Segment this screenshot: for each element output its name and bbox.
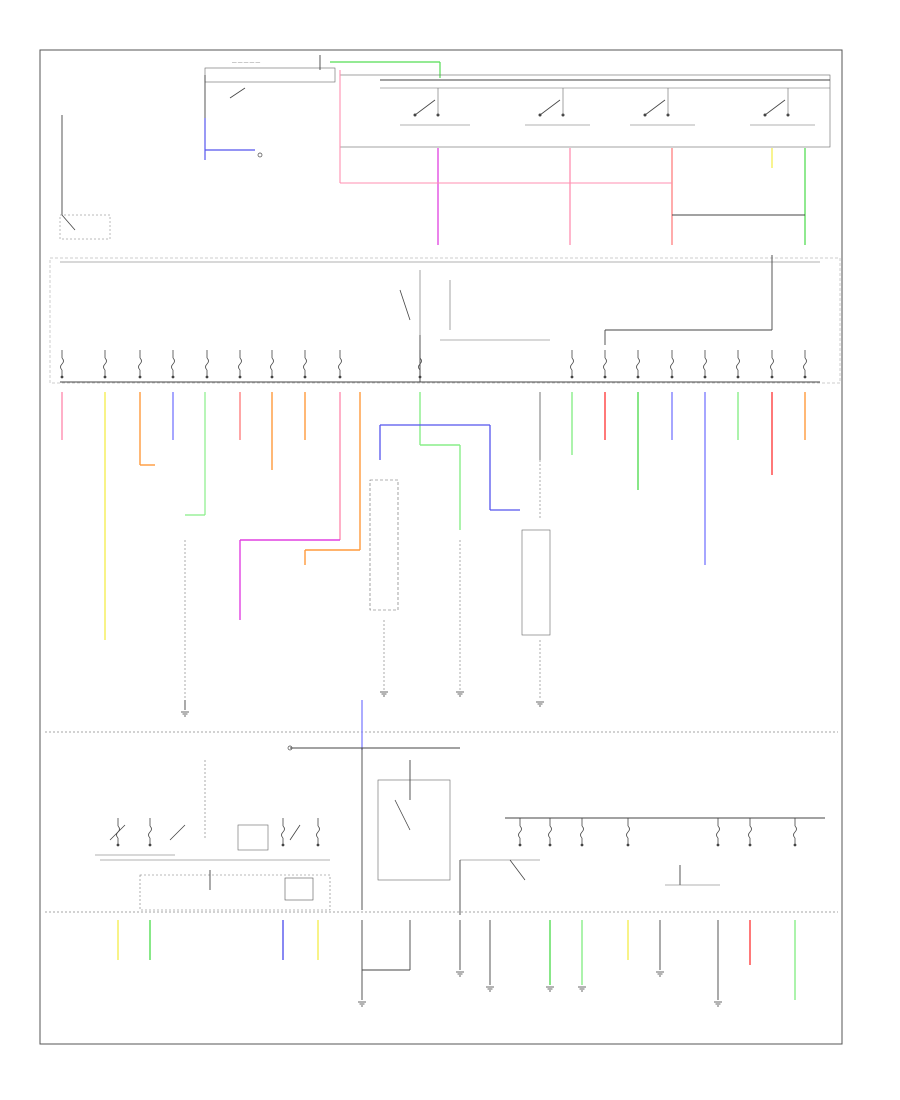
fuse-upper-4 [205,350,209,379]
fuse-upper-17 [803,350,807,379]
ground-1 [380,691,388,697]
svg-text:— — — — —: — — — — — [232,60,260,65]
upper-fuse-block [49,214,841,384]
fuse-upper-3 [171,350,175,379]
fuse-lower-7 [626,818,630,847]
ground-4 [358,1001,366,1007]
mid-components [184,460,551,710]
fuse-lower-3 [316,818,320,847]
fuse-lower-4 [518,818,522,847]
fuse-upper-14 [703,350,707,379]
fuse-upper-2 [138,350,142,379]
fuse-upper-6 [270,350,274,379]
diagram-frame [39,49,843,1045]
ground-5 [456,971,464,977]
fuse-lower-9 [748,818,752,847]
lower-fuse-row [116,818,797,847]
ground-10 [714,1001,722,1007]
fuse-upper-8 [338,350,342,379]
relay-switch-1 [400,88,470,126]
fuse-upper-9 [418,350,422,379]
ground-7 [546,986,554,992]
ground-terminals [181,691,722,1007]
fuse-lower-10 [793,818,797,847]
ground-0 [181,711,189,717]
fuse-upper-5 [238,350,242,379]
upper-colored-drops [61,392,806,640]
fuse-upper-16 [770,350,774,379]
lower-relay-section [95,745,720,915]
fuse-upper-1 [103,350,107,379]
ground-9 [656,971,664,977]
fuse-upper-15 [736,350,740,379]
ground-3 [536,701,544,707]
upper-fuse-row [60,350,807,379]
fuse-upper-0 [60,350,64,379]
fuse-lower-8 [716,818,720,847]
fuse-upper-13 [670,350,674,379]
fuse-lower-0 [116,818,120,847]
fuse-upper-7 [303,350,307,379]
fuse-lower-1 [148,818,152,847]
ground-8 [578,986,586,992]
fuse-upper-11 [603,350,607,379]
relay-switch-2 [525,88,590,126]
fuse-upper-12 [636,350,640,379]
lower-colored-drops [117,920,796,1000]
relay-switch-3 [630,88,695,126]
top-relay-section: — — — — — [59,55,831,245]
ground-6 [486,986,494,992]
fuse-lower-6 [580,818,584,847]
relay-switch-4 [750,88,815,126]
fuse-lower-2 [281,818,285,847]
fuse-upper-10 [570,350,574,379]
fuse-lower-5 [548,818,552,847]
ground-2 [456,691,464,697]
